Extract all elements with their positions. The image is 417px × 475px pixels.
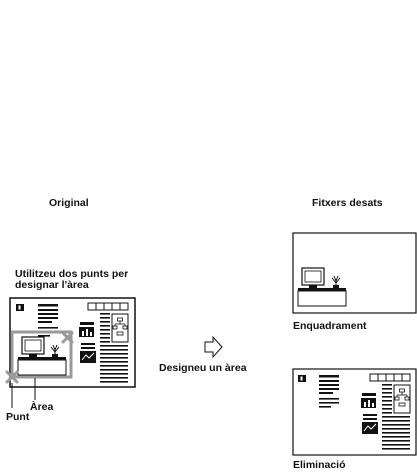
bar-chart-figure <box>79 322 94 337</box>
elimination-caption: Eliminació <box>293 459 346 471</box>
selection-frame <box>10 330 73 379</box>
elimination-result-page <box>292 368 417 456</box>
outline-arrow-icon <box>204 335 223 359</box>
framed-computer-clipart <box>297 267 347 307</box>
right-text-column <box>100 313 128 383</box>
title-lines <box>38 304 58 323</box>
point-label: Punt <box>6 411 30 423</box>
original-page <box>5 297 136 408</box>
instruction-line-1: Utilitzeu dos punts per <box>15 268 129 280</box>
heading-original: Original <box>49 197 89 209</box>
mini-table <box>87 302 129 311</box>
point-marker-bottom-left <box>5 370 19 384</box>
point-marker-top-right <box>61 331 74 344</box>
heading-saved-files: Fitxers desats <box>312 197 383 209</box>
computer-clipart <box>17 336 67 376</box>
area-label: Àrea <box>30 401 54 413</box>
instruction-line-2: designar l'àrea <box>15 279 89 291</box>
framing-result-page <box>292 232 417 314</box>
org-chart-figure <box>111 313 129 343</box>
line-chart-figure <box>80 343 96 363</box>
framing-caption: Enquadrament <box>293 320 367 332</box>
designate-area-label: Designeu un àrea <box>159 362 247 374</box>
